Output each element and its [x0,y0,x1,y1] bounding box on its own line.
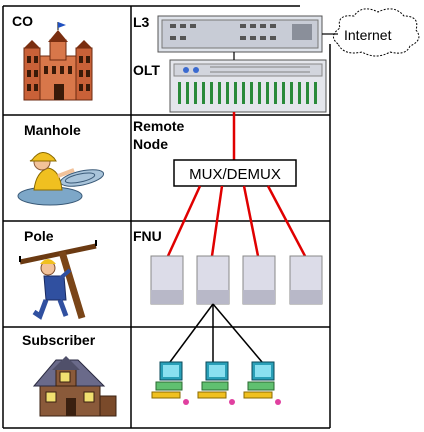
internet-cloud: Internet [333,8,420,57]
fiber-4 [266,185,307,257]
house-icon [32,356,117,417]
fiber-1 [166,185,202,257]
subscriber-drops [169,303,263,363]
fnu-box-2 [196,255,230,305]
fiber-3 [242,185,260,257]
row-label-co: CO [12,13,33,29]
fnu-box-4 [289,255,323,305]
fnu-box-1 [150,255,184,305]
olt-label: OLT [133,62,160,78]
pole-lineman-icon [19,240,97,320]
fnu-box-3 [242,255,276,305]
computer-icon-1 [151,361,189,405]
fiber-2 [210,185,224,257]
internet-label: Internet [344,27,392,43]
l3-label: L3 [133,14,150,30]
computer-icon-2 [197,361,235,405]
distribution-fibers [166,185,307,257]
remote-node-label-line1: Remote [133,118,185,134]
row-label-subscriber: Subscriber [22,332,96,348]
central-office-building-icon [23,22,93,101]
fnu-label: FNU [133,228,162,244]
l3-switch-icon [157,15,323,53]
mux-demux-label: MUX/DEMUX [189,166,281,183]
mux-demux-box: MUX/DEMUX [173,159,297,187]
remote-node-label-line2: Node [133,136,168,152]
layout-grid [2,5,331,429]
olt-chassis-icon [169,59,327,113]
computer-icon-3 [243,361,281,405]
fnu-units [150,255,323,305]
row-label-pole: Pole [24,228,54,244]
row-label-manhole: Manhole [24,122,81,138]
subscriber-computers [151,361,281,405]
manhole-worker-icon [17,152,105,206]
